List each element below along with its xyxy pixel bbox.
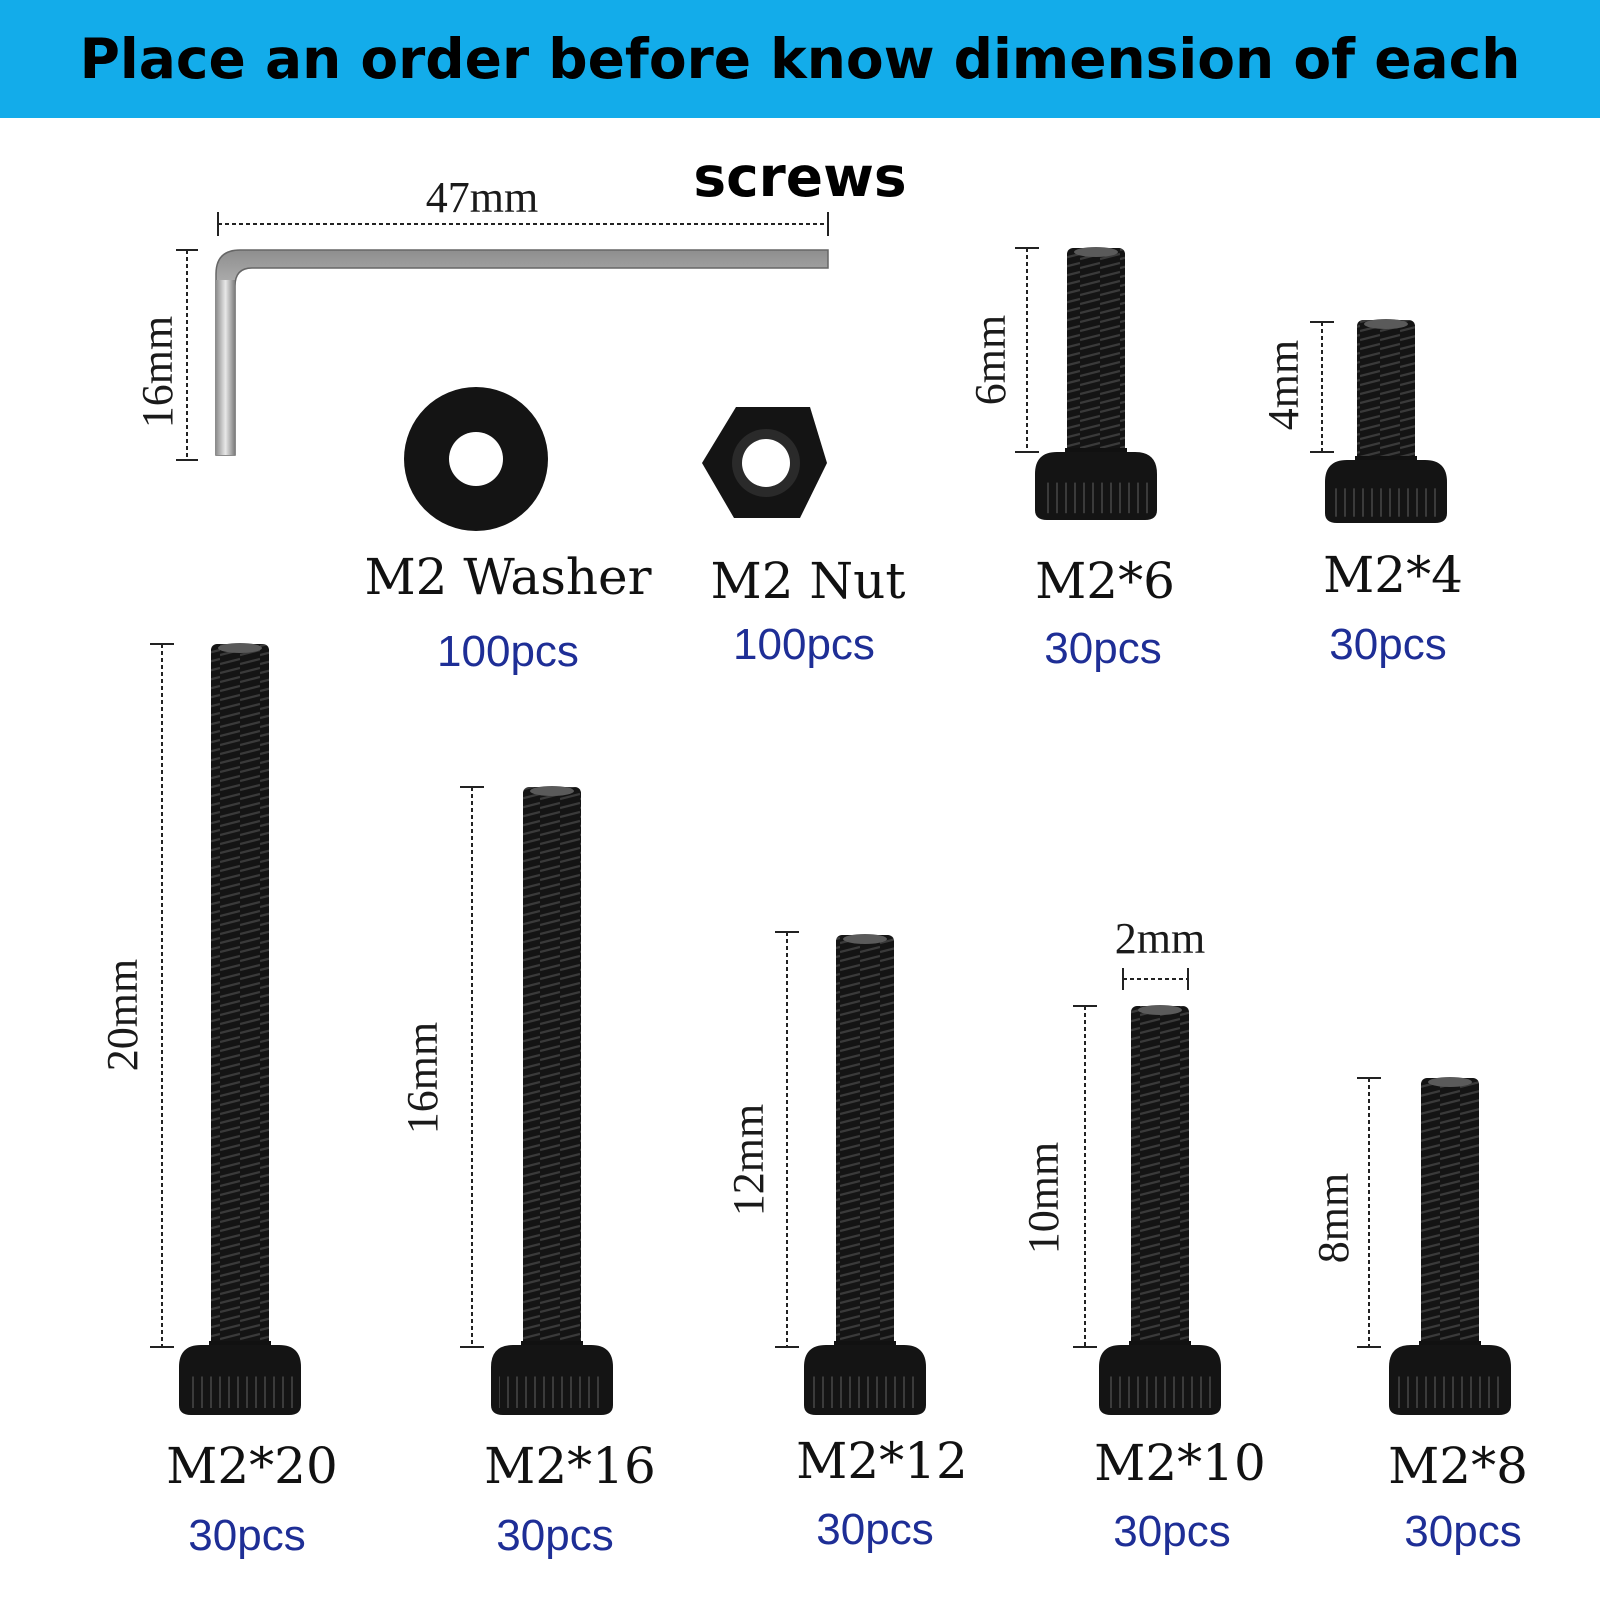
screw-length-dimension-m2x8	[1357, 1077, 1381, 1348]
screw-length-dimension-m2x10	[1073, 1005, 1097, 1348]
screw-head-knurl	[1043, 482, 1149, 514]
hex-key-height-label: 16mm	[133, 316, 182, 428]
screw-shank	[1067, 248, 1125, 458]
screw-shank	[1357, 320, 1415, 466]
screw-m2x8	[1389, 1077, 1511, 1415]
screw-head-knurl	[187, 1376, 293, 1408]
hex-key-height-dimension: 16mm	[133, 249, 198, 461]
screw-name-m2x16: M2*16	[484, 1437, 656, 1495]
screw-name-m2x12: M2*12	[796, 1432, 968, 1490]
screw-head-knurl	[812, 1376, 918, 1408]
washer-icon	[404, 387, 548, 531]
screw-name-m2x4: M2*4	[1323, 546, 1463, 604]
screw-tip	[218, 643, 262, 653]
screw-m2x4	[1325, 319, 1447, 523]
hex-key-wrench	[215, 249, 829, 456]
nut-name: M2 Nut	[711, 552, 906, 610]
screw-head-knurl	[1107, 1376, 1213, 1408]
screw-length-label-m2x20: 20mm	[98, 959, 147, 1071]
title-banner	[0, 0, 1600, 118]
screw-quantity-m2x6: 30pcs	[1044, 624, 1161, 673]
hex-key-length-label: 47mm	[426, 173, 538, 222]
screw-length-label-m2x6: 6mm	[966, 315, 1015, 405]
nut-quantity: 100pcs	[733, 620, 875, 669]
screws-group	[150, 247, 1511, 1415]
banner-title: Place an order before know dimension of …	[79, 27, 1521, 209]
screw-length-label-m2x4: 4mm	[1259, 340, 1308, 430]
screw-m2x10	[1099, 1005, 1221, 1415]
screw-length-dimension-m2x4	[1310, 321, 1334, 453]
screw-quantity-m2x4: 30pcs	[1329, 620, 1446, 669]
screw-quantity-m2x16: 30pcs	[496, 1511, 613, 1560]
washer-name: M2 Washer	[364, 548, 651, 606]
screw-length-dimension-m2x12	[775, 931, 799, 1348]
screw-tip	[1428, 1077, 1472, 1087]
screw-tip	[843, 934, 887, 944]
screw-quantity-m2x10: 30pcs	[1113, 1507, 1230, 1556]
screw-tip	[1074, 247, 1118, 257]
hex-nut-icon	[702, 407, 827, 518]
screw-quantity-m2x8: 30pcs	[1404, 1507, 1521, 1556]
screw-tip	[1138, 1005, 1182, 1015]
screw-length-label-m2x12: 12mm	[724, 1104, 773, 1216]
screw-head-knurl	[499, 1376, 605, 1408]
hex-key-length-dimension: 47mm	[217, 173, 829, 236]
screw-quantity-m2x12: 30pcs	[816, 1505, 933, 1554]
screw-name-m2x8: M2*8	[1388, 1437, 1528, 1495]
screw-head-knurl	[1333, 488, 1439, 517]
screw-length-label-m2x8: 8mm	[1309, 1173, 1358, 1263]
screw-shank	[211, 644, 269, 1351]
screw-shank	[523, 787, 581, 1351]
screw-length-dimension-m2x6	[1015, 247, 1039, 453]
screw-head-knurl	[1397, 1376, 1503, 1408]
screw-quantity-m2x20: 30pcs	[188, 1511, 305, 1560]
washer-quantity: 100pcs	[437, 627, 579, 676]
screw-diameter-dimension-m2x10	[1122, 968, 1189, 990]
screw-length-dimension-m2x16	[460, 786, 484, 1348]
screw-diameter-label-m2x10: 2mm	[1115, 914, 1205, 963]
screw-shank	[1421, 1078, 1479, 1351]
screw-tip	[1364, 319, 1408, 329]
screw-m2x12	[804, 934, 926, 1415]
screw-length-label-m2x16: 16mm	[398, 1022, 447, 1134]
screw-m2x6	[1035, 247, 1157, 520]
screw-name-m2x20: M2*20	[166, 1437, 338, 1495]
screw-m2x20	[179, 643, 301, 1415]
screw-tip	[530, 786, 574, 796]
screw-m2x16	[491, 786, 613, 1415]
screw-name-m2x6: M2*6	[1035, 552, 1175, 610]
screw-length-dimension-m2x20	[150, 643, 174, 1348]
screw-shank	[836, 935, 894, 1351]
screw-length-label-m2x10: 10mm	[1019, 1142, 1068, 1254]
screw-shank	[1131, 1006, 1189, 1351]
screw-name-m2x10: M2*10	[1094, 1434, 1266, 1492]
